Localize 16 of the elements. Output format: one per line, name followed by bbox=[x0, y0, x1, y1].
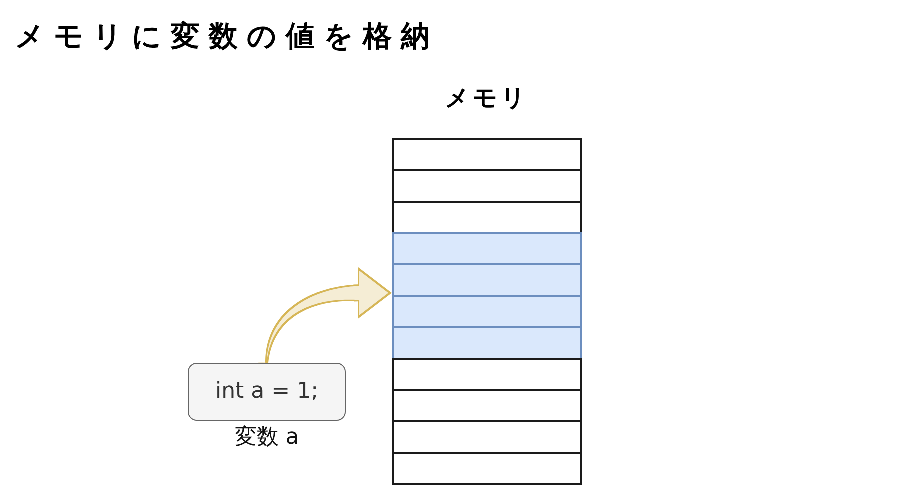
memory-cell bbox=[392, 420, 582, 452]
memory-cell bbox=[392, 138, 582, 169]
diagram-title: メモリに変数の値を格納 bbox=[15, 19, 439, 54]
memory-cell bbox=[392, 263, 582, 295]
memory-cell bbox=[392, 232, 582, 263]
memory-cell bbox=[392, 201, 582, 232]
code-text: int a = 1; bbox=[216, 378, 318, 406]
variable-caption: 変数 a bbox=[234, 425, 300, 452]
memory-heading: メモリ bbox=[445, 84, 529, 113]
memory-cell bbox=[392, 295, 582, 326]
curved-arrow bbox=[258, 267, 392, 364]
memory-cell bbox=[392, 358, 582, 389]
memory-cell bbox=[392, 389, 582, 420]
memory-cell bbox=[392, 326, 582, 358]
memory-cell bbox=[392, 169, 582, 201]
memory-cell bbox=[392, 452, 582, 485]
